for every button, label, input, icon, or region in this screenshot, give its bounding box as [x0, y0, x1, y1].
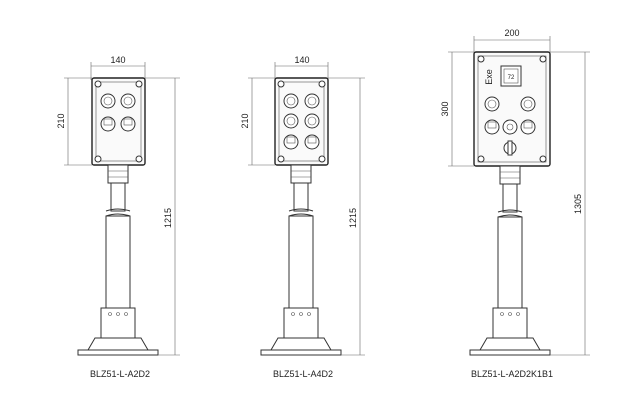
- width-dimension: 200: [473, 28, 551, 54]
- width-label: 140: [294, 55, 309, 65]
- exe-marking: Exe: [484, 69, 494, 85]
- total-height-dimension: 1215: [328, 77, 365, 356]
- width-dimension: 140: [90, 55, 146, 80]
- model-label: BLZ51-L-A2D2: [90, 369, 150, 379]
- unit-a4d2: 140 210: [240, 55, 365, 379]
- width-label: 140: [110, 55, 125, 65]
- box-height-label: 300: [440, 101, 450, 116]
- button-grid: [100, 93, 136, 132]
- box-height-dimension: 210: [56, 77, 92, 166]
- model-label: BLZ51-L-A2D2K1B1: [471, 369, 553, 379]
- selector-switch: [503, 140, 517, 156]
- total-height-label: 1305: [573, 194, 583, 214]
- button-grid: [484, 96, 536, 135]
- mounting-pole: [77, 164, 159, 356]
- total-height-dimension: 1305: [550, 51, 590, 356]
- box-height-dimension: 300: [440, 51, 474, 167]
- total-height-label: 1215: [163, 208, 173, 228]
- button-grid: [283, 93, 320, 150]
- meter-value: 72: [508, 75, 515, 81]
- unit-a2d2: 140 210: [56, 55, 180, 379]
- model-label: BLZ51-L-A4D2: [273, 369, 333, 379]
- box-height-label: 210: [56, 113, 66, 128]
- width-label: 200: [504, 28, 519, 38]
- width-dimension: 140: [274, 55, 329, 80]
- total-height-dimension: 1215: [145, 77, 180, 356]
- box-height-dimension: 210: [240, 77, 275, 166]
- box-height-label: 210: [240, 113, 250, 128]
- mounting-pole: [469, 165, 551, 356]
- enclosure: [274, 77, 329, 166]
- total-height-label: 1215: [348, 208, 358, 228]
- unit-a2d2k1b1: 200 300 Exe 72: [440, 28, 590, 379]
- enclosure: [91, 77, 146, 166]
- meter-display: 72: [500, 65, 522, 87]
- mounting-pole: [260, 164, 342, 356]
